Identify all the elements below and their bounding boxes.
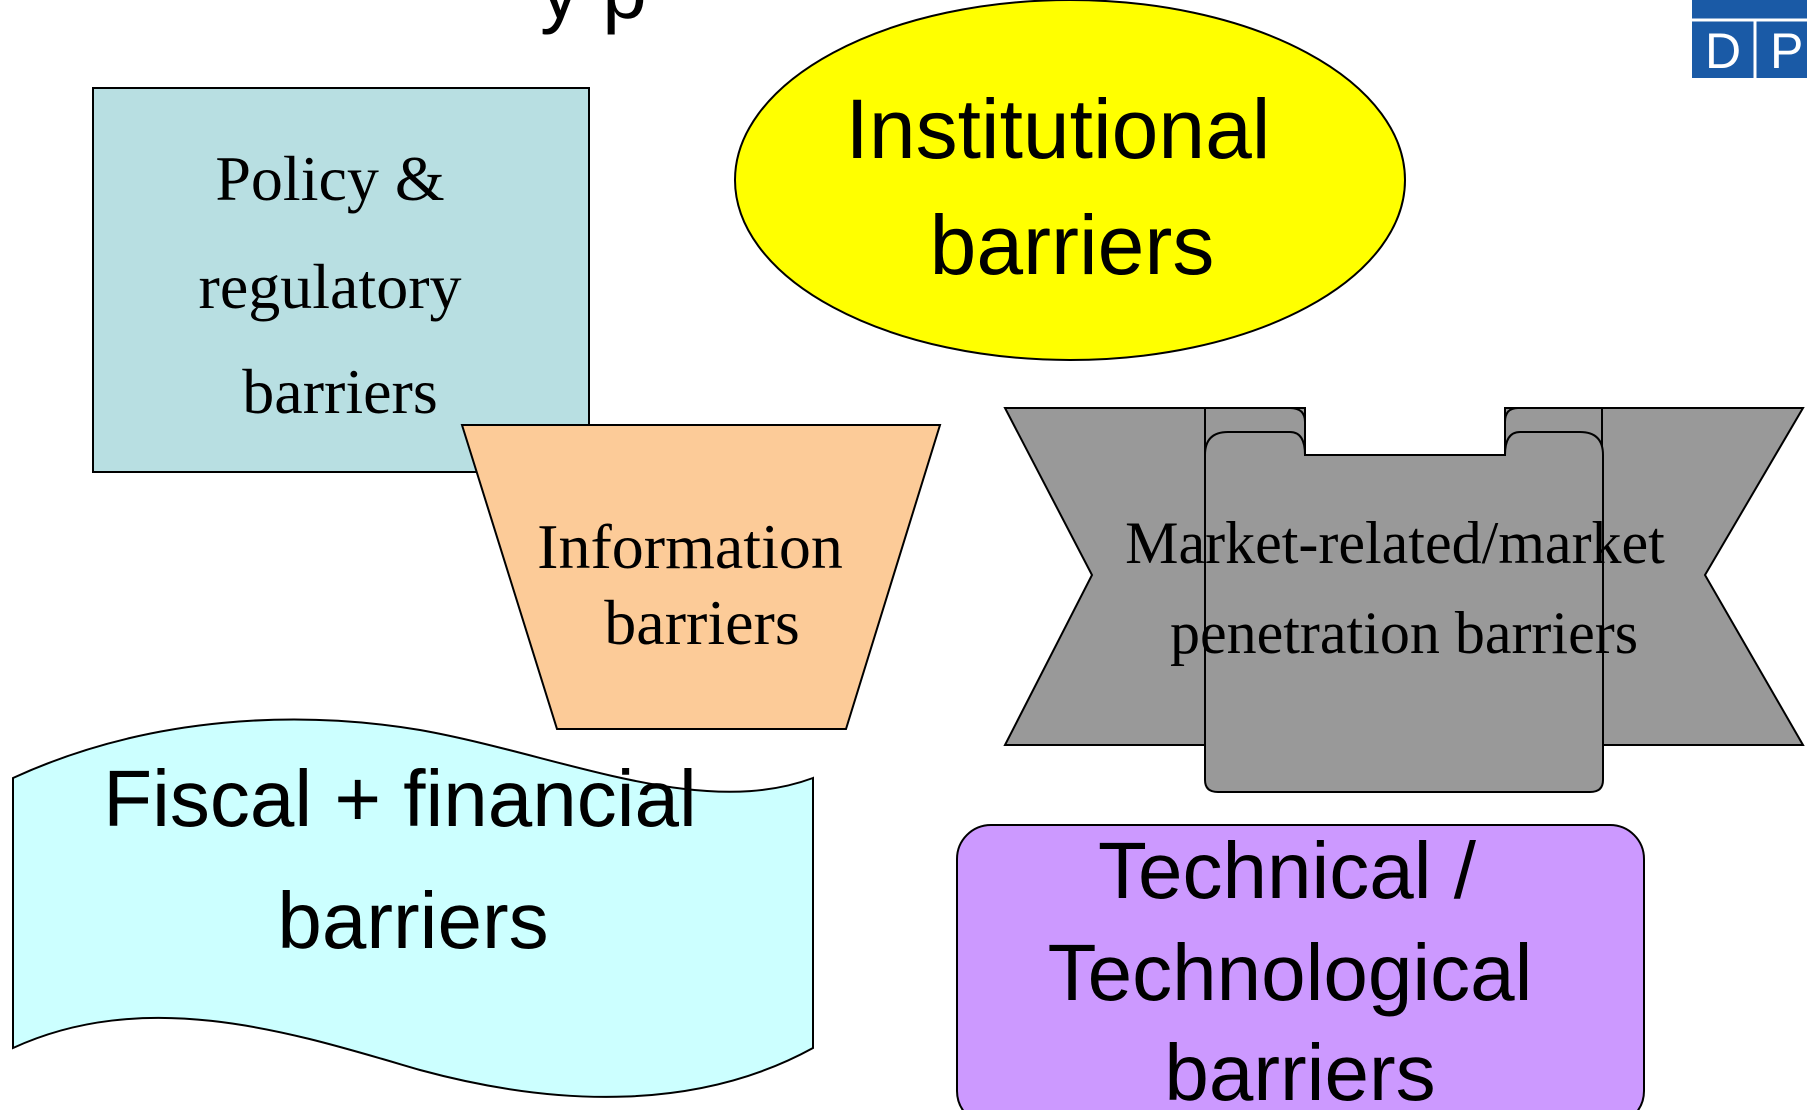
- policy-line-3: barriers: [242, 356, 437, 427]
- policy-line-1: Policy &: [215, 143, 444, 214]
- policy-box: [92, 87, 590, 473]
- market-line-1: Market-related/market: [1125, 510, 1665, 576]
- slide-title-fragment: y p: [540, 0, 647, 35]
- fiscal-line-2: barriers: [277, 876, 548, 965]
- logo-background: [1692, 0, 1807, 78]
- institutional-line-1: Institutional: [846, 82, 1271, 176]
- information-trapezoid: [460, 424, 942, 730]
- fiscal-wave: [12, 718, 814, 1098]
- institutional-ellipse: [734, 0, 1406, 361]
- information-line-1: Information: [537, 511, 843, 582]
- fiscal-barriers-shape: Fiscal + financial barriers: [12, 718, 814, 1098]
- technical-barriers-shape: Technical / Technological barriers: [956, 824, 1645, 1110]
- policy-line-2: regulatory: [199, 251, 462, 322]
- policy-regulatory-barriers-shape: Policy & regulatory barriers: [92, 87, 590, 473]
- technical-line-2: Technological: [1048, 928, 1533, 1017]
- institutional-barriers-shape: Institutional barriers: [734, 0, 1406, 361]
- technical-box: [956, 824, 1645, 1110]
- institutional-line-2: barriers: [930, 198, 1215, 292]
- logo: D P: [1692, 0, 1807, 79]
- fiscal-line-1: Fiscal + financial: [103, 754, 697, 843]
- information-barriers-shape: Information barriers: [460, 424, 942, 730]
- market-barriers-shape: Market-related/market penetration barrie…: [1003, 407, 1805, 793]
- market-line-2: penetration barriers: [1170, 600, 1638, 666]
- technical-line-3: barriers: [1164, 1028, 1435, 1110]
- technical-line-1: Technical /: [1098, 826, 1477, 915]
- logo-letter-right: P: [1770, 23, 1803, 79]
- market-ribbon-center: [1204, 431, 1604, 793]
- information-line-2: barriers: [604, 587, 799, 658]
- logo-letter-left: D: [1705, 23, 1741, 79]
